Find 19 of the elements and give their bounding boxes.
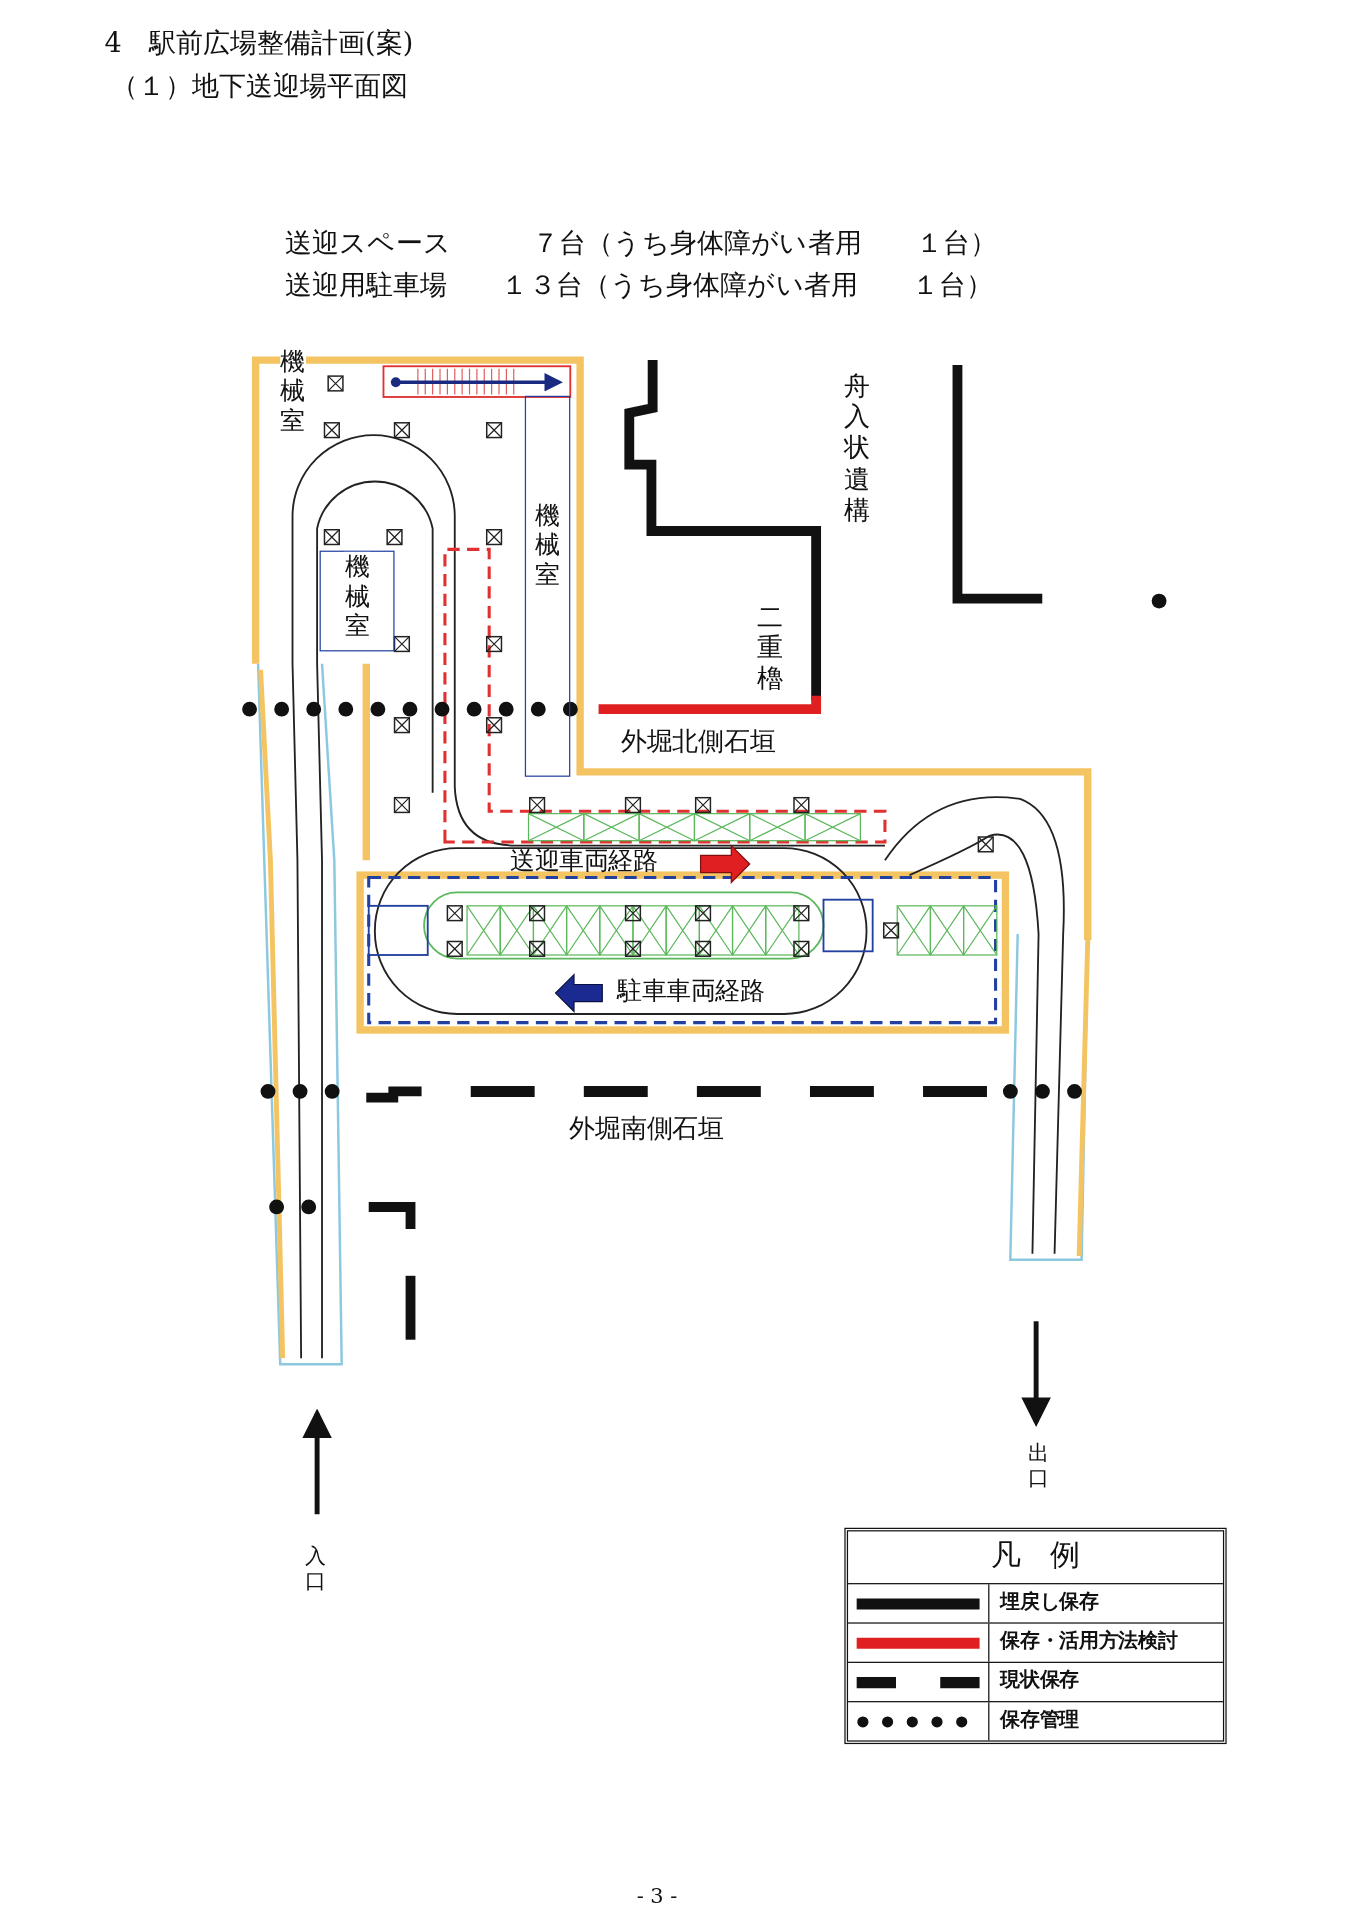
entrance-label: 入口 bbox=[304, 1543, 327, 1594]
legend-label: 埋戻し保存 bbox=[1000, 1590, 1099, 1614]
page-heading: 4 駅前広場整備計画(案) bbox=[104, 27, 414, 59]
capacity-note: 送迎スペース ７台（うち身体障がい者用 １台） bbox=[285, 227, 997, 259]
legend-heading: 凡 例 bbox=[991, 1538, 1080, 1573]
wall-label: 外堀南側石垣 bbox=[569, 1113, 724, 1144]
legend-label: 現状保存 bbox=[1000, 1669, 1080, 1692]
area-label: 二重櫓 bbox=[755, 602, 783, 696]
wall-label: 外堀北側石垣 bbox=[620, 726, 776, 757]
route-label: 送迎車両経路 bbox=[510, 846, 658, 876]
section-heading: （１）地下送迎場平面図 bbox=[110, 70, 409, 102]
legend-label: 保存管理 bbox=[1000, 1708, 1080, 1732]
machine-room-box bbox=[524, 395, 571, 777]
page-number: - 3 - bbox=[636, 1884, 678, 1909]
route-label: 駐車車両経路 bbox=[617, 977, 765, 1006]
area-label: 舟入状遺構 bbox=[843, 371, 871, 526]
capacity-note: 送迎用駐車場 １３台（うち身体障がい者用 １台） bbox=[285, 269, 994, 301]
legend-label: 保存・活用方法検討 bbox=[1000, 1629, 1178, 1653]
exit-label: 出口 bbox=[1027, 1440, 1050, 1491]
